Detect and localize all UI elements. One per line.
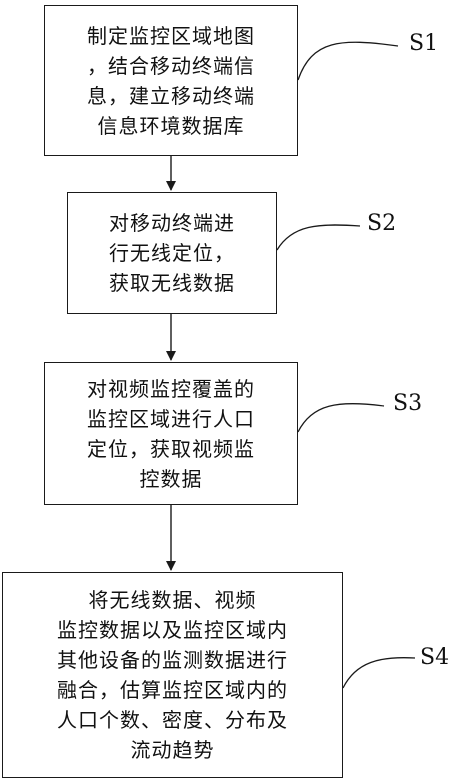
leader-s3 <box>297 402 385 433</box>
step-s3-line-1: 对视频监控覆盖的 <box>87 376 255 401</box>
step-box-s3: 对视频监控覆盖的 监控区域进行人口 定位，获取视频监 控数据 <box>44 362 298 505</box>
step-label-s3: S3 <box>393 391 423 416</box>
step-label-s2: S2 <box>367 211 397 236</box>
step-box-s2: 对移动终端进 行无线定位， 获取无线数据 <box>67 192 277 314</box>
step-s2-line-2: 行无线定位， <box>109 241 235 265</box>
step-s4-line-2: 监控数据以及监控区域内 <box>57 618 288 642</box>
step-s1-line-2: ，结合移动终端信 <box>87 53 255 78</box>
step-s2-line-3: 获取无线数据 <box>109 271 235 295</box>
leader-s1 <box>297 41 399 81</box>
step-s4-line-4: 融合，估算监控区域内的 <box>57 678 288 702</box>
step-s4-line-1: 将无线数据、视频 <box>88 588 257 612</box>
step-label-s4: S4 <box>420 645 450 670</box>
step-s3-line-3: 定位，获取视频监 <box>87 436 255 461</box>
leader-s4 <box>342 657 416 689</box>
step-s2-line-1: 对移动终端进 <box>109 211 235 235</box>
step-s4-line-5: 人口个数、密度、分布及 <box>57 708 288 732</box>
step-box-s1: 制定监控区域地图 ，结合移动终端信 息，建立移动终端 信息环境数据库 <box>44 5 298 156</box>
step-s4-line-3: 其他设备的监测数据进行 <box>57 648 288 672</box>
step-s3-line-2: 监控区域进行人口 <box>87 406 255 431</box>
leader-s2 <box>276 224 361 251</box>
step-s3-line-4: 控数据 <box>139 466 203 491</box>
step-s1-line-1: 制定监控区域地图 <box>87 23 255 48</box>
step-s1-line-3: 息，建立移动终端 <box>87 83 255 108</box>
step-box-s4: 将无线数据、视频 监控数据以及监控区域内 其他设备的监测数据进行 融合，估算监控… <box>2 572 343 778</box>
step-s4-line-6: 流动趋势 <box>130 738 215 762</box>
step-s1-line-4: 信息环境数据库 <box>97 113 245 138</box>
step-label-s1: S1 <box>409 31 439 56</box>
